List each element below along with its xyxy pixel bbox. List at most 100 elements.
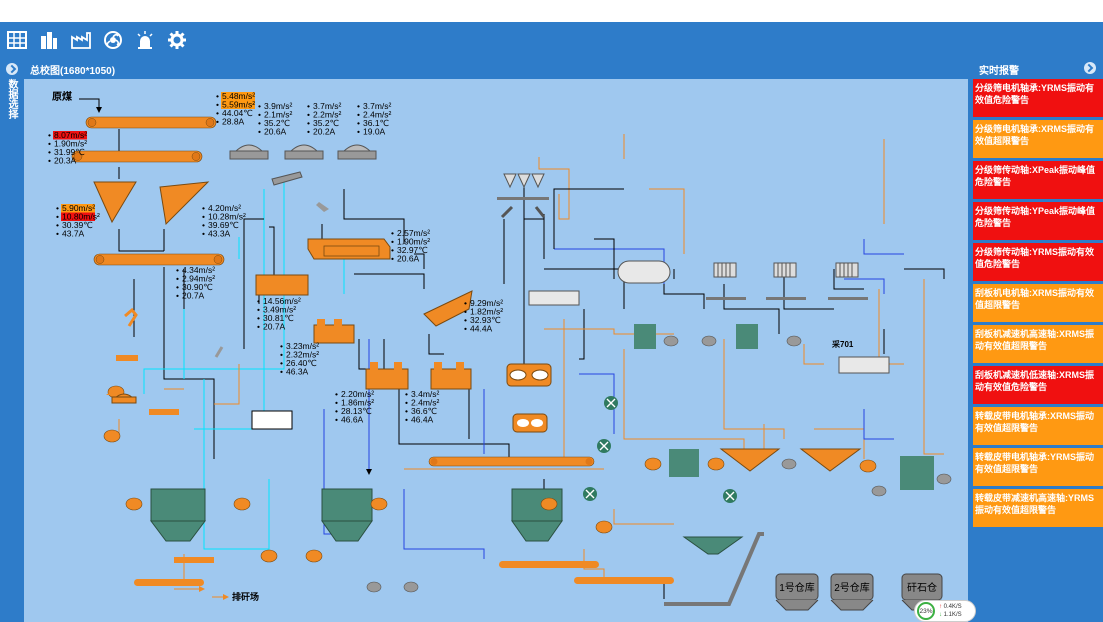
pump-4111[interactable] bbox=[260, 549, 278, 563]
grid-icon[interactable] bbox=[6, 29, 28, 51]
pump-3125[interactable] bbox=[370, 497, 388, 511]
screen-3111[interactable] bbox=[423, 290, 473, 327]
readout-bullet: • bbox=[357, 118, 360, 128]
belt-conveyor-3103[interactable] bbox=[93, 253, 225, 266]
screen-3109[interactable] bbox=[93, 181, 137, 224]
filter-press-401[interactable] bbox=[828, 262, 868, 300]
factory-icon[interactable] bbox=[70, 29, 92, 51]
readout-value: 14.56m/s² bbox=[263, 296, 301, 306]
pump-6111[interactable] bbox=[781, 458, 797, 470]
grinder-3131[interactable] bbox=[106, 393, 116, 395]
tank-6104[interactable] bbox=[900, 456, 934, 490]
building-icon[interactable] bbox=[38, 29, 60, 51]
chute-3115[interactable] bbox=[271, 171, 303, 186]
readout-r4: •3.7m/s²•2.4m/s²•36.1℃•19.0A bbox=[357, 101, 392, 137]
feeder-3124[interactable] bbox=[116, 355, 138, 361]
belt-conveyor-long[interactable] bbox=[428, 456, 595, 467]
dual-motor-3112[interactable] bbox=[313, 319, 355, 344]
readout-value: 8.07m/s² bbox=[54, 130, 87, 140]
feeder-9101[interactable] bbox=[174, 557, 214, 563]
readout-value: 2.1m/s² bbox=[264, 110, 293, 120]
settings-gear-icon[interactable] bbox=[166, 29, 188, 51]
filter-press-6110[interactable] bbox=[766, 262, 806, 300]
tank-6102[interactable] bbox=[669, 449, 699, 477]
pump-3139[interactable] bbox=[595, 520, 613, 534]
alarm-item[interactable]: 分级筛电机轴承:YRMS振动有效值危险警告 bbox=[973, 79, 1103, 117]
chute-3146[interactable] bbox=[124, 307, 138, 327]
grinder-3129[interactable] bbox=[111, 393, 137, 404]
data-select-label[interactable]: 数据选择 bbox=[6, 79, 17, 119]
alarm-item[interactable]: 分级筛电机轴承:XRMS振动有效值超限警告 bbox=[973, 120, 1103, 158]
inclined-conveyor[interactable] bbox=[664, 532, 764, 606]
hopper-3104[interactable] bbox=[150, 488, 206, 542]
pump-3137[interactable] bbox=[305, 549, 323, 563]
network-monitor[interactable]: 23% ↑ 0.4K/S ↓ 1.1K/S bbox=[914, 600, 976, 622]
dual-motor-3123[interactable] bbox=[430, 362, 472, 390]
pump-6107[interactable] bbox=[663, 335, 679, 347]
alarm-item[interactable]: 分级筛传动轴:XPeak振动峰值危险警告 bbox=[973, 161, 1103, 199]
pump-3134[interactable] bbox=[366, 581, 382, 593]
sieve-3141[interactable] bbox=[528, 290, 580, 306]
readout-bullet: • bbox=[307, 118, 310, 128]
sieve-701[interactable] bbox=[838, 356, 890, 374]
pump-402[interactable] bbox=[707, 457, 725, 471]
alarm-item[interactable]: 分级筛传动轴:YPeak振动峰值危险警告 bbox=[973, 202, 1103, 240]
alarm-item[interactable]: 刮板机减速机低速轴:XRMS振动有效值危险警告 bbox=[973, 366, 1103, 404]
expand-chevron-icon[interactable] bbox=[6, 63, 18, 75]
belt-conveyor-7101[interactable] bbox=[499, 561, 599, 568]
thickener-6102[interactable] bbox=[799, 448, 862, 472]
pump-3114[interactable] bbox=[233, 497, 251, 511]
belt-conveyor-3101[interactable] bbox=[85, 116, 217, 129]
pump-6108[interactable] bbox=[701, 335, 717, 347]
alarm-item[interactable]: 转载皮带电机轴承:YRMS振动有效值超限警告 bbox=[973, 448, 1103, 486]
chute-3116[interactable] bbox=[316, 202, 329, 212]
pump-404[interactable] bbox=[871, 485, 887, 497]
screen-3104[interactable] bbox=[159, 181, 210, 226]
readout-bullet: • bbox=[216, 91, 219, 101]
readout-r2: •3.9m/s²•2.1m/s²•35.2℃•20.6A bbox=[258, 101, 293, 137]
tank-6106[interactable] bbox=[736, 324, 758, 349]
dual-motor-3122[interactable] bbox=[365, 362, 409, 390]
readout-bullet: • bbox=[335, 406, 338, 416]
chute-3135[interactable] bbox=[214, 346, 224, 358]
pump-3103[interactable] bbox=[125, 497, 143, 511]
collapse-chevron-icon[interactable] bbox=[1084, 62, 1096, 74]
pump-403[interactable] bbox=[936, 473, 952, 485]
alarm-item[interactable]: 转载皮带减速机高速轴:YRMS振动有效值超限警告 bbox=[973, 489, 1103, 527]
separator-3130[interactable] bbox=[506, 363, 552, 387]
belt-conveyor-3102[interactable] bbox=[71, 150, 203, 163]
alarm-item[interactable]: 分级筛传动轴:YRMS振动有效值危险警告 bbox=[973, 243, 1103, 281]
hopper-3116[interactable] bbox=[321, 488, 373, 542]
feeder-box-3120[interactable] bbox=[255, 274, 309, 296]
pump-3148[interactable] bbox=[540, 497, 558, 511]
cylinder-tank[interactable] bbox=[617, 260, 671, 284]
separator-3140[interactable] bbox=[512, 413, 548, 433]
alarm-light-icon[interactable] bbox=[134, 29, 156, 51]
thickener-6101[interactable] bbox=[719, 448, 781, 472]
alarm-item[interactable]: 转载皮带电机轴承:XRMS振动有效值超限警告 bbox=[973, 407, 1103, 445]
fan-icon[interactable] bbox=[102, 29, 124, 51]
alarm-item[interactable]: 刮板机电机轴:XRMS振动有效值超限警告 bbox=[973, 284, 1103, 322]
pump-5103[interactable] bbox=[859, 459, 877, 473]
hopper-3147[interactable] bbox=[511, 488, 563, 542]
readout-value: 39.69℃ bbox=[208, 220, 239, 230]
warehouse-1[interactable]: 1号仓库 bbox=[775, 573, 819, 611]
motor-3128[interactable] bbox=[337, 144, 377, 160]
thickener-6201[interactable] bbox=[682, 536, 744, 555]
cyclone-group[interactable] bbox=[497, 173, 549, 219]
tank-6103[interactable] bbox=[634, 324, 656, 349]
motor-3118[interactable] bbox=[229, 144, 269, 160]
belt-conveyor-9102[interactable] bbox=[134, 579, 204, 586]
filter-press-6109[interactable] bbox=[706, 262, 746, 300]
pump-6109[interactable] bbox=[786, 335, 802, 347]
alarm-item[interactable]: 刮板机减速机高速轴:XRMS振动有效值超限警告 bbox=[973, 325, 1103, 363]
belt-conveyor-7102[interactable] bbox=[574, 577, 674, 584]
motor-3117[interactable] bbox=[284, 144, 324, 160]
readout-bullet: • bbox=[335, 389, 338, 399]
pump-3133[interactable] bbox=[403, 581, 419, 593]
warehouse-2[interactable]: 2号仓库 bbox=[830, 573, 874, 611]
pump-6103[interactable] bbox=[644, 457, 662, 471]
feeder-3127[interactable] bbox=[149, 409, 179, 415]
pump-4122[interactable] bbox=[103, 429, 121, 443]
crusher-3106[interactable] bbox=[307, 238, 391, 260]
